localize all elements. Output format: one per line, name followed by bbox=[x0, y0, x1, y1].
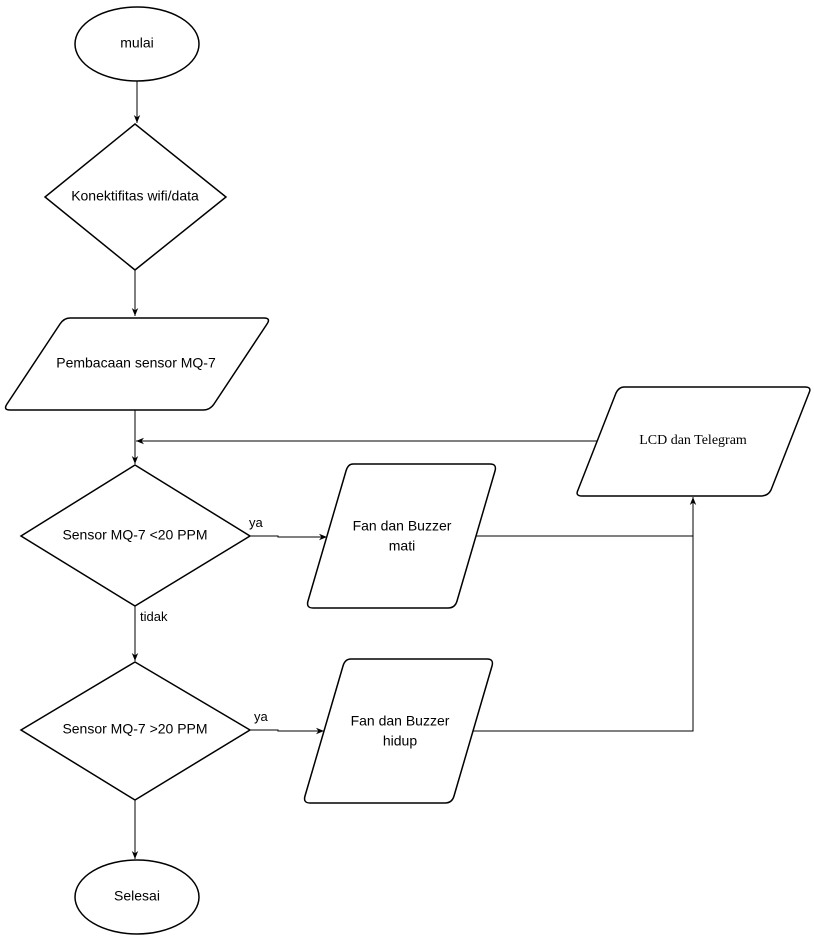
edge-decision-low-yes bbox=[250, 533, 327, 541]
output-label: LCD dan Telegram bbox=[639, 433, 747, 448]
connectivity-label: Konektifitas wifi/data bbox=[71, 188, 199, 204]
start-label: mulai bbox=[120, 35, 153, 51]
fan-off-label-line2: mati bbox=[389, 538, 415, 554]
fan-off-io bbox=[306, 463, 497, 609]
decision-high-label: Sensor MQ-7 >20 PPM bbox=[62, 721, 207, 737]
decision-high bbox=[19, 661, 252, 801]
fan-on-label-line2: hidup bbox=[383, 733, 417, 749]
fan-on-label-line1: Fan dan Buzzer bbox=[351, 713, 450, 729]
read-sensor-label: Pembacaan sensor MQ-7 bbox=[56, 355, 216, 371]
output-io bbox=[576, 386, 811, 497]
fan-on-io bbox=[303, 658, 494, 804]
edge-label-yes-low: ya bbox=[249, 515, 264, 530]
read-sensor-io bbox=[4, 317, 270, 411]
start-terminator bbox=[74, 6, 200, 82]
fan-off-label-line1: Fan dan Buzzer bbox=[353, 518, 452, 534]
edge-fan-on-to-output bbox=[472, 497, 697, 732]
edge-decision-high-yes bbox=[250, 727, 324, 735]
edge-label-no-low: tidak bbox=[140, 609, 168, 624]
end-label: Selesai bbox=[114, 888, 160, 904]
connectivity-decision bbox=[43, 123, 228, 271]
decision-low bbox=[19, 464, 252, 607]
edge-label-yes-high: ya bbox=[254, 709, 269, 724]
decision-low-label: Sensor MQ-7 <20 PPM bbox=[62, 527, 207, 543]
end-terminator bbox=[74, 859, 200, 935]
